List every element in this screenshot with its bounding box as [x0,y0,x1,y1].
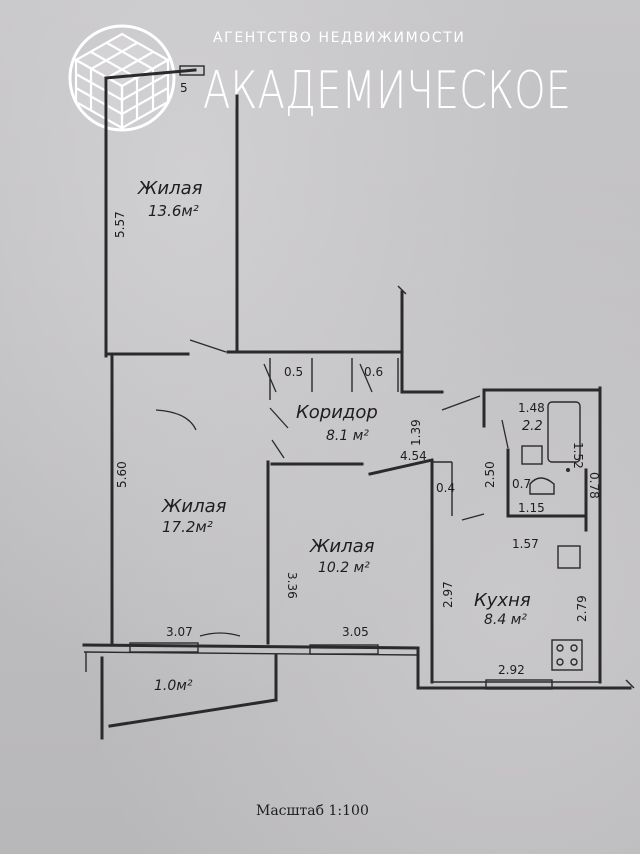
dim-bath-width: 1.48 [518,401,545,415]
window-top [179,65,205,76]
label-kitchen-area: 8.4 м² [484,612,527,628]
window-center [309,644,379,655]
sink-icon [521,445,543,465]
dimension-labels: 5 5.57 5.60 1.39 4.54 3.36 1.48 1.52 2.5… [113,81,601,677]
door-wc [501,419,509,449]
wall-center-kitchen-angle [368,458,434,476]
stove-icon [551,639,583,671]
label-living-top-name: Жилая [137,178,203,199]
dim-left-top: 5.57 [113,211,127,238]
label-closet-2: 0.6 [364,365,383,379]
dim-kitchen-right: 2.79 [575,595,589,622]
logo-name: АКАДЕМИЧЕСКОЕ [203,61,571,121]
label-living-top-area: 13.6м² [148,202,199,220]
toilet-icon [529,477,555,495]
dim-corridor-width: 4.54 [400,449,427,463]
door-kitchen [461,513,485,521]
dim-bath-block: 2.50 [483,461,497,488]
label-closet-1: 0.5 [284,365,303,379]
dim-kitchen-left: 2.97 [441,581,455,608]
door-balcony [199,632,241,637]
label-niche-area: 0.4 [436,481,455,495]
label-corridor-name: Коридор [296,402,378,423]
label-living-center-area: 10.2 м² [318,560,370,576]
dim-bath-height: 1.52 [571,442,585,469]
dim-kitchen-top: 1.57 [512,537,539,551]
agency-logo: АГЕНТСТВО НЕДВИЖИМОСТИ АКАДЕМИЧЕСКОЕ [68,24,571,132]
door-left-room [155,409,197,431]
walls [82,65,635,740]
dim-top-corner: 5 [180,81,188,95]
room-labels: Жилая 13.6м² Жилая 17.2м² Жилая 10.2 м² … [137,178,543,694]
label-kitchen-name: Кухня [474,590,531,611]
cube-logo-icon [68,24,176,132]
label-living-center-name: Жилая [309,536,375,557]
doors [155,339,509,637]
window-kitchen [485,679,553,690]
fixtures [521,401,583,671]
wall-bottom-left [82,643,420,650]
dim-corridor-height: 1.39 [409,419,423,446]
door-top-room [189,339,227,353]
fridge-icon [557,545,581,569]
dim-left-bottom: 5.60 [115,461,129,488]
dim-wc-width: 1.15 [518,501,545,515]
dim-left-room-bottom: 3.07 [166,625,193,639]
dim-center-room-bottom: 3.05 [342,625,369,639]
door-closet [269,407,289,429]
bathtub-icon [547,401,581,463]
dim-center-height: 3.36 [285,572,299,599]
scale-label: Масштаб 1:100 [256,803,369,819]
label-living-left-area: 17.2м² [162,518,213,536]
label-wc-area: 0.7 [512,477,531,491]
door-bath [441,395,481,411]
logo-tagline: АГЕНТСТВО НЕДВИЖИМОСТИ [213,30,465,46]
label-balcony-area: 1.0м² [154,678,193,694]
dim-wc-height: 0.78 [587,472,601,499]
dim-kitchen-bottom: 2.92 [498,663,525,677]
wall-balcony-edge [108,698,278,728]
label-corridor-area: 8.1 м² [326,428,369,444]
label-bath-area: 2.2 [522,419,543,434]
window-left [129,642,199,653]
label-living-left-name: Жилая [161,496,227,517]
